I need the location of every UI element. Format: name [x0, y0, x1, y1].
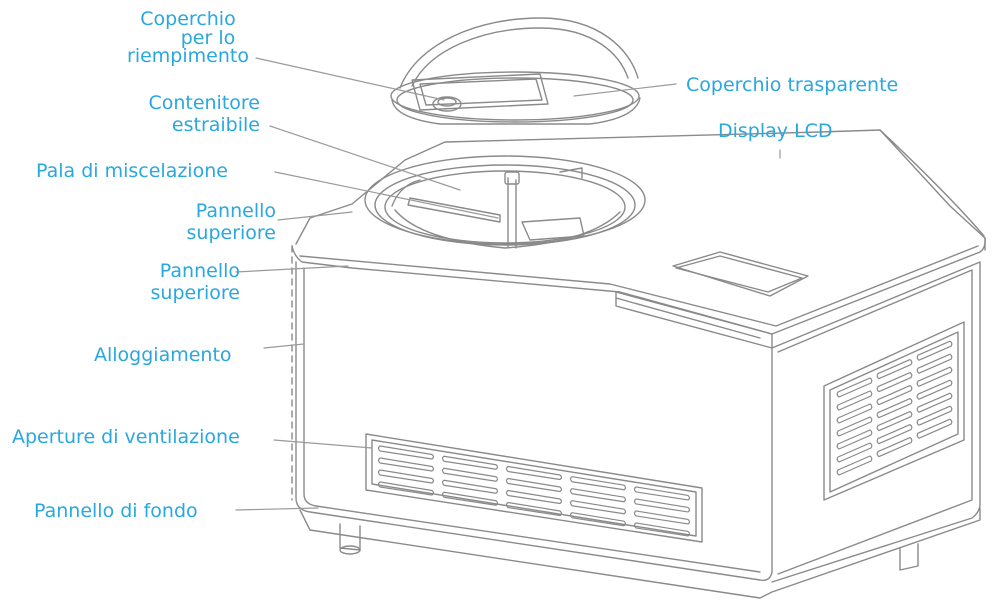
leader-pannello-fondo: [235, 507, 319, 511]
side-vent-slot: [876, 437, 913, 458]
label-display-lcd: Display LCD: [718, 120, 833, 142]
label-coperchio-riempimento-line1: Coperchio: [140, 8, 236, 30]
label-contenitore-line1: Contenitore: [148, 92, 260, 114]
leader-coperchio-trasparente: [573, 83, 677, 97]
label-pannello-superiore-2: Pannello superiore: [96, 260, 241, 304]
front-vent-slot: [569, 476, 627, 491]
leader-pannello-sup-2: [235, 265, 349, 273]
front-vent-slot: [633, 498, 691, 513]
front-vent-slots: [377, 445, 691, 537]
side-vent-slot: [836, 442, 873, 463]
front-vent-slot: [377, 469, 435, 484]
bowl-drawing: [364, 155, 646, 249]
leader-lines: [235, 57, 781, 511]
side-vent-slot: [876, 398, 913, 419]
side-vents-drawing: [823, 321, 965, 501]
front-vent-slot: [633, 522, 691, 537]
front-vent-slot: [377, 457, 435, 472]
side-vent-slot: [916, 392, 953, 413]
label-contenitore-line2: estraibile: [171, 114, 260, 136]
side-vent-slot: [916, 379, 953, 400]
front-vent-slot: [569, 512, 627, 527]
side-vent-slot: [916, 418, 953, 439]
side-vent-slot: [876, 411, 913, 432]
leader-alloggiamento: [263, 343, 305, 349]
front-vents-drawing: [365, 433, 703, 543]
label-coperchio-trasparente: Coperchio trasparente: [686, 74, 899, 96]
front-vent-slot: [441, 479, 499, 494]
front-vent-slot: [505, 501, 563, 517]
label-coperchio-riempimento-line3: riempimento: [127, 45, 249, 67]
side-vent-slot: [836, 429, 873, 450]
label-pannello-superiore-1-line1: Pannello: [195, 200, 276, 222]
side-vent-slot: [836, 416, 873, 437]
side-vent-slot: [876, 372, 913, 393]
front-vent-slot: [441, 467, 499, 482]
label-pannello-superiore-2-line2: superiore: [150, 282, 241, 304]
side-vent-slot: [916, 366, 953, 387]
label-pannello-superiore-1: Pannello superiore: [120, 200, 277, 244]
side-vent-slot: [836, 403, 873, 424]
lid-drawing: [390, 17, 641, 125]
label-pannello-fondo: Pannello di fondo: [34, 500, 198, 522]
leader-aperture: [273, 439, 373, 449]
side-vent-slot: [916, 353, 953, 374]
front-vent-slot: [633, 510, 691, 525]
side-vent-slot: [916, 340, 953, 361]
leader-coperchio-riempimento: [255, 57, 445, 101]
front-vent-slot: [377, 481, 435, 496]
label-contenitore-estraibile: Contenitore estraibile: [110, 92, 260, 136]
front-vent-slot: [505, 465, 563, 481]
label-pala-miscelazione: Pala di miscelazione: [36, 160, 228, 182]
front-vent-slot: [441, 455, 499, 470]
front-vent-slot: [569, 500, 627, 515]
side-vent-slots: [836, 340, 953, 476]
side-vent-slot: [876, 359, 913, 380]
front-vent-slot: [505, 477, 563, 493]
side-vent-slot: [836, 455, 873, 476]
label-alloggiamento: Alloggiamento: [94, 344, 232, 366]
lcd-drawing: [672, 251, 809, 297]
label-pannello-superiore-1-line2: superiore: [186, 222, 277, 244]
side-vent-slot: [916, 405, 953, 426]
front-flap-drawing: [615, 291, 773, 349]
leader-pala: [274, 171, 499, 219]
leader-pannello-sup-1: [277, 211, 353, 221]
side-vent-slot: [836, 390, 873, 411]
side-vent-slot: [836, 377, 873, 398]
front-vent-slot: [441, 491, 499, 506]
leader-contenitore: [269, 125, 461, 191]
side-vent-slot: [876, 385, 913, 406]
label-pannello-superiore-2-line1: Pannello: [159, 260, 240, 282]
front-vent-slot: [633, 486, 691, 501]
front-vent-slot: [377, 445, 435, 460]
top-panel-drawing: [291, 129, 986, 335]
front-vent-slot: [569, 488, 627, 503]
front-vent-slot: [505, 489, 563, 505]
housing-drawing: [291, 245, 981, 599]
side-vent-slot: [876, 424, 913, 445]
label-coperchio-riempimento-line2: per lo: [180, 27, 236, 49]
label-coperchio-riempimento: Coperchio per lo riempimento: [118, 8, 258, 66]
label-aperture-ventilazione: Aperture di ventilazione: [12, 426, 240, 448]
